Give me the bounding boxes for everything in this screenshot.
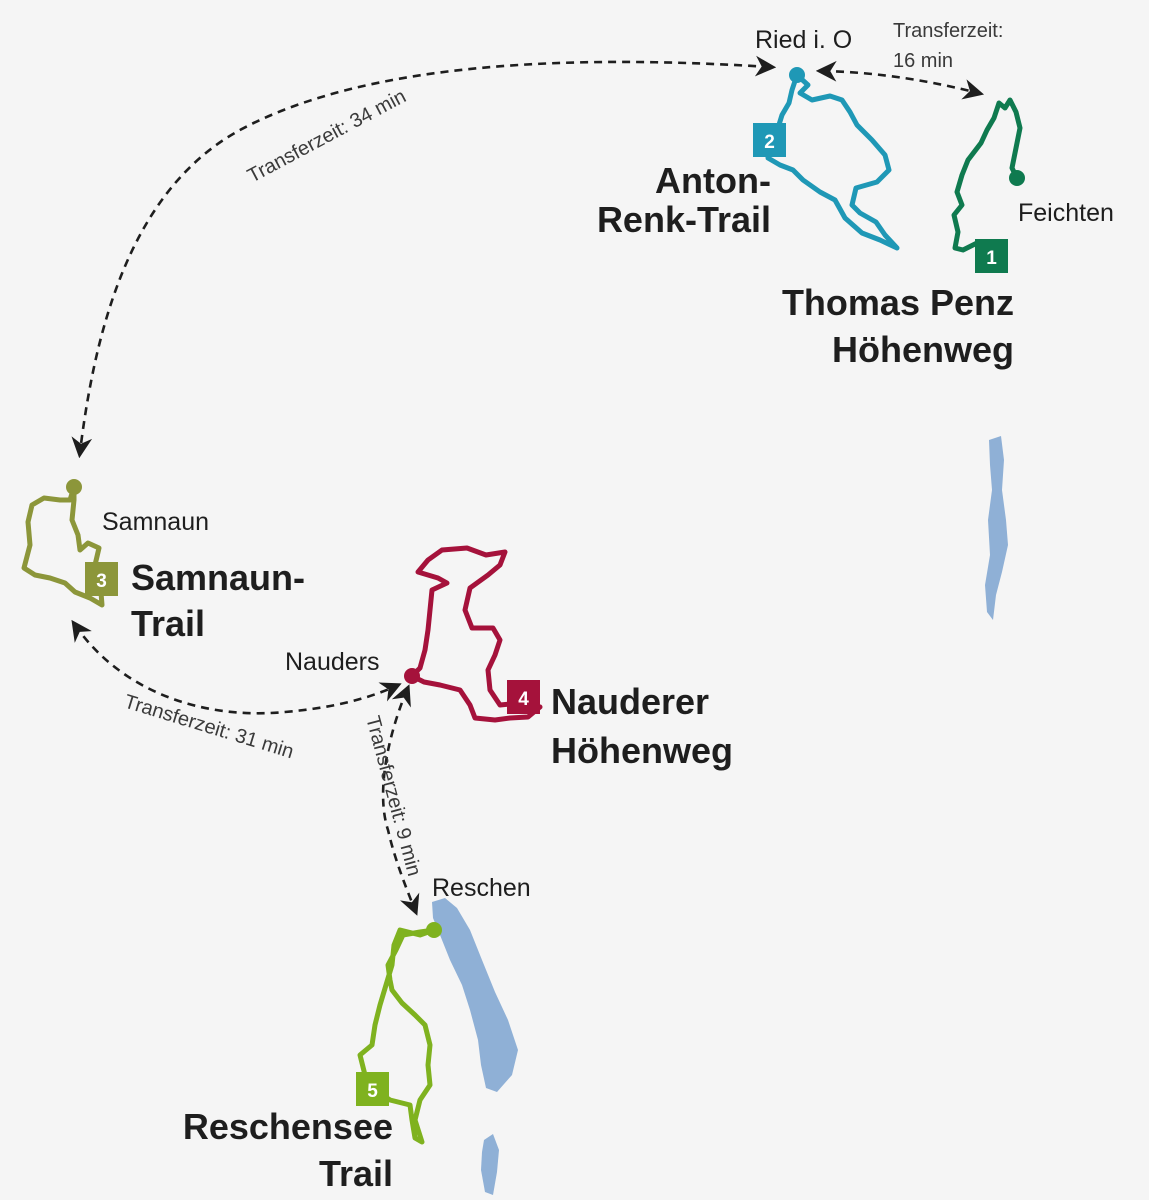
trail-badge-4[interactable]: 4	[507, 680, 540, 714]
trail-name-3-line1: Samnaun-	[131, 557, 305, 598]
trail-name-4-line2: Höhenweg	[551, 730, 733, 771]
trail-name-2-line1: Anton-	[655, 160, 771, 201]
trail-badge-number: 5	[367, 1081, 378, 1102]
trail-badge-number: 4	[518, 689, 529, 710]
trailhead-marker[interactable]	[1009, 170, 1025, 186]
trail-badge-number: 1	[986, 248, 997, 269]
town-label-nauders: Nauders	[285, 648, 380, 676]
town-label-samnaun: Samnaun	[102, 508, 209, 536]
trail-badge-number: 3	[96, 571, 107, 592]
trail-name-4-line1: Nauderer	[551, 681, 709, 722]
trail-badge-5[interactable]: 5	[356, 1072, 389, 1106]
trail-route-4[interactable]	[409, 545, 543, 723]
lake-shape	[432, 898, 518, 1092]
town-label-ried: Ried i. O	[755, 26, 852, 54]
trailhead-marker[interactable]	[404, 668, 420, 684]
town-label-feichten: Feichten	[1018, 199, 1114, 227]
transfer-label-ried-feichten-line2: 16 min	[893, 50, 953, 72]
trail-badge-number: 2	[764, 132, 775, 153]
transfer-arrow-samnaun-nauders	[71, 619, 402, 715]
transfer-arrow-ried-feichten	[815, 60, 985, 100]
trail-name-5-line2: Trail	[319, 1153, 393, 1194]
trail-name-1-line2: Höhenweg	[832, 329, 1014, 370]
lake-shape	[481, 1134, 499, 1195]
transfer-arrow-ried-samnaun	[71, 55, 777, 459]
transfer-label-ried-feichten-line1: Transferzeit:	[893, 20, 1003, 42]
trail-name-1-line1: Thomas Penz	[782, 282, 1014, 323]
lake-shape	[985, 436, 1008, 620]
trailhead-marker[interactable]	[789, 67, 805, 83]
trail-route-2[interactable]	[765, 72, 900, 251]
town-label-reschen: Reschen	[432, 874, 531, 902]
trail-route-5[interactable]	[357, 927, 437, 1145]
transfer-label-samnaun-nauders: Transferzeit: 31 min	[122, 691, 297, 763]
trail-name-2-line2: Renk-Trail	[597, 199, 771, 240]
trail-badge-3[interactable]: 3	[85, 562, 118, 596]
trail-name-3-line2: Trail	[131, 603, 205, 644]
trail-route-1[interactable]	[951, 97, 1023, 253]
transfer-arrow-nauders-reschen	[381, 684, 420, 916]
trail-route-3[interactable]	[21, 484, 105, 608]
trailhead-marker[interactable]	[426, 922, 442, 938]
trailhead-marker[interactable]	[66, 479, 82, 495]
trail-badge-2[interactable]: 2	[753, 123, 786, 157]
trail-name-5-line1: Reschensee	[183, 1106, 393, 1147]
trail-badge-1[interactable]: 1	[975, 239, 1008, 273]
transfer-label-ried-samnaun: Transferzeit: 34 min	[244, 85, 410, 187]
